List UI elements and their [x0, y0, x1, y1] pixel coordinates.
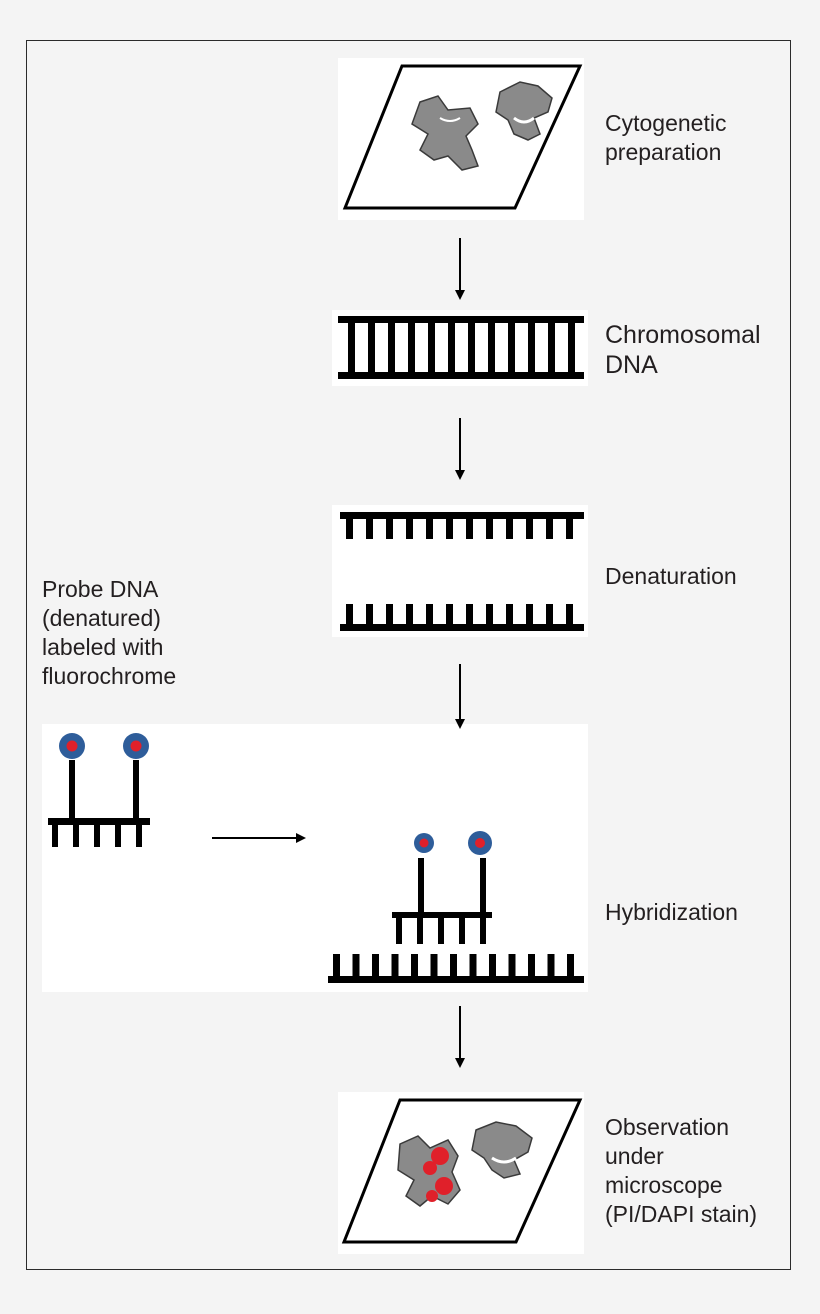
- cytogenetic-preparation-label: Cytogenetic preparation: [605, 110, 727, 165]
- probe-base: [438, 918, 444, 944]
- target-base: [450, 954, 457, 976]
- observation-slide-panel: [338, 1092, 584, 1254]
- base: [446, 604, 453, 624]
- dna-backbone: [340, 512, 584, 519]
- base: [526, 604, 533, 624]
- probe-base: [480, 918, 486, 944]
- base: [566, 604, 573, 624]
- base: [546, 604, 553, 624]
- base: [466, 604, 473, 624]
- cytogenetic-slide-panel: [338, 58, 584, 220]
- probe-base: [73, 825, 79, 847]
- denatured-dna-strands: [332, 505, 588, 637]
- probe-dna-label: Probe DNA (denatured) labeled with fluor…: [42, 576, 177, 689]
- base-pair: [528, 323, 535, 372]
- base-pair: [508, 323, 515, 372]
- base-pair: [448, 323, 455, 372]
- target-base: [547, 954, 555, 976]
- observation-label: Observation under microscope (PI/DAPI st…: [605, 1114, 758, 1227]
- base: [366, 604, 373, 624]
- base: [486, 604, 493, 624]
- dna-backbone: [338, 372, 584, 379]
- base: [506, 604, 513, 624]
- hybridization-panel: [42, 724, 588, 992]
- base-pair: [548, 323, 555, 372]
- probe-backbone: [392, 912, 492, 918]
- base-pair: [368, 323, 375, 372]
- base: [446, 519, 453, 539]
- base: [546, 519, 553, 539]
- probe-backbone: [48, 818, 150, 825]
- base: [346, 519, 353, 539]
- probe-base: [459, 918, 465, 944]
- target-base: [469, 954, 477, 976]
- target-base: [391, 954, 399, 976]
- hybridized-dna: [328, 831, 584, 983]
- base: [486, 519, 493, 539]
- base-pair: [568, 323, 575, 372]
- label-linker: [69, 760, 75, 818]
- base-pair: [468, 323, 475, 372]
- base: [406, 519, 413, 539]
- base: [526, 519, 533, 539]
- target-base: [411, 954, 418, 976]
- target-backbone: [328, 976, 584, 983]
- base: [566, 519, 573, 539]
- base: [426, 519, 433, 539]
- probe-base: [94, 825, 100, 847]
- base: [506, 519, 513, 539]
- chromosomal-dna-label: Chromosomal DNA: [605, 321, 761, 379]
- fluorochrome-core: [130, 740, 142, 752]
- target-base: [333, 954, 340, 976]
- target-base: [372, 954, 379, 976]
- base: [386, 519, 393, 539]
- label-linker: [480, 858, 486, 912]
- probe-base: [396, 918, 402, 944]
- dna-backbone: [338, 316, 584, 323]
- base-pair: [488, 323, 495, 372]
- probe-base: [115, 825, 121, 847]
- target-base: [489, 954, 496, 976]
- label-linker: [133, 760, 139, 818]
- target-base: [567, 954, 574, 976]
- target-base: [430, 954, 438, 976]
- base: [466, 519, 473, 539]
- diagram-frame: [26, 40, 791, 1270]
- label-linker: [418, 858, 424, 912]
- dna-backbone: [340, 624, 584, 631]
- probe-base: [136, 825, 142, 847]
- base-pair: [388, 323, 395, 372]
- chromosomal-dna-ladder: [332, 310, 588, 386]
- fluorochrome-core: [475, 838, 485, 848]
- probe-base: [52, 825, 58, 847]
- labeled-probe-dna: [48, 733, 150, 847]
- base: [426, 604, 433, 624]
- base-pair: [428, 323, 435, 372]
- fluorochrome-core: [66, 740, 78, 752]
- base-pair: [408, 323, 415, 372]
- base: [346, 604, 353, 624]
- target-base: [352, 954, 360, 976]
- probe-base: [417, 918, 423, 944]
- chromosome-shape: [411, 81, 553, 171]
- base-pair: [348, 323, 355, 372]
- base: [366, 519, 373, 539]
- denaturation-label: Denaturation: [605, 563, 737, 589]
- base: [406, 604, 413, 624]
- target-base: [528, 954, 535, 976]
- fluorescent-signal: [423, 1147, 453, 1202]
- hybridization-label: Hybridization: [605, 899, 738, 925]
- fluorochrome-core: [419, 838, 429, 848]
- base: [386, 604, 393, 624]
- target-base: [508, 954, 516, 976]
